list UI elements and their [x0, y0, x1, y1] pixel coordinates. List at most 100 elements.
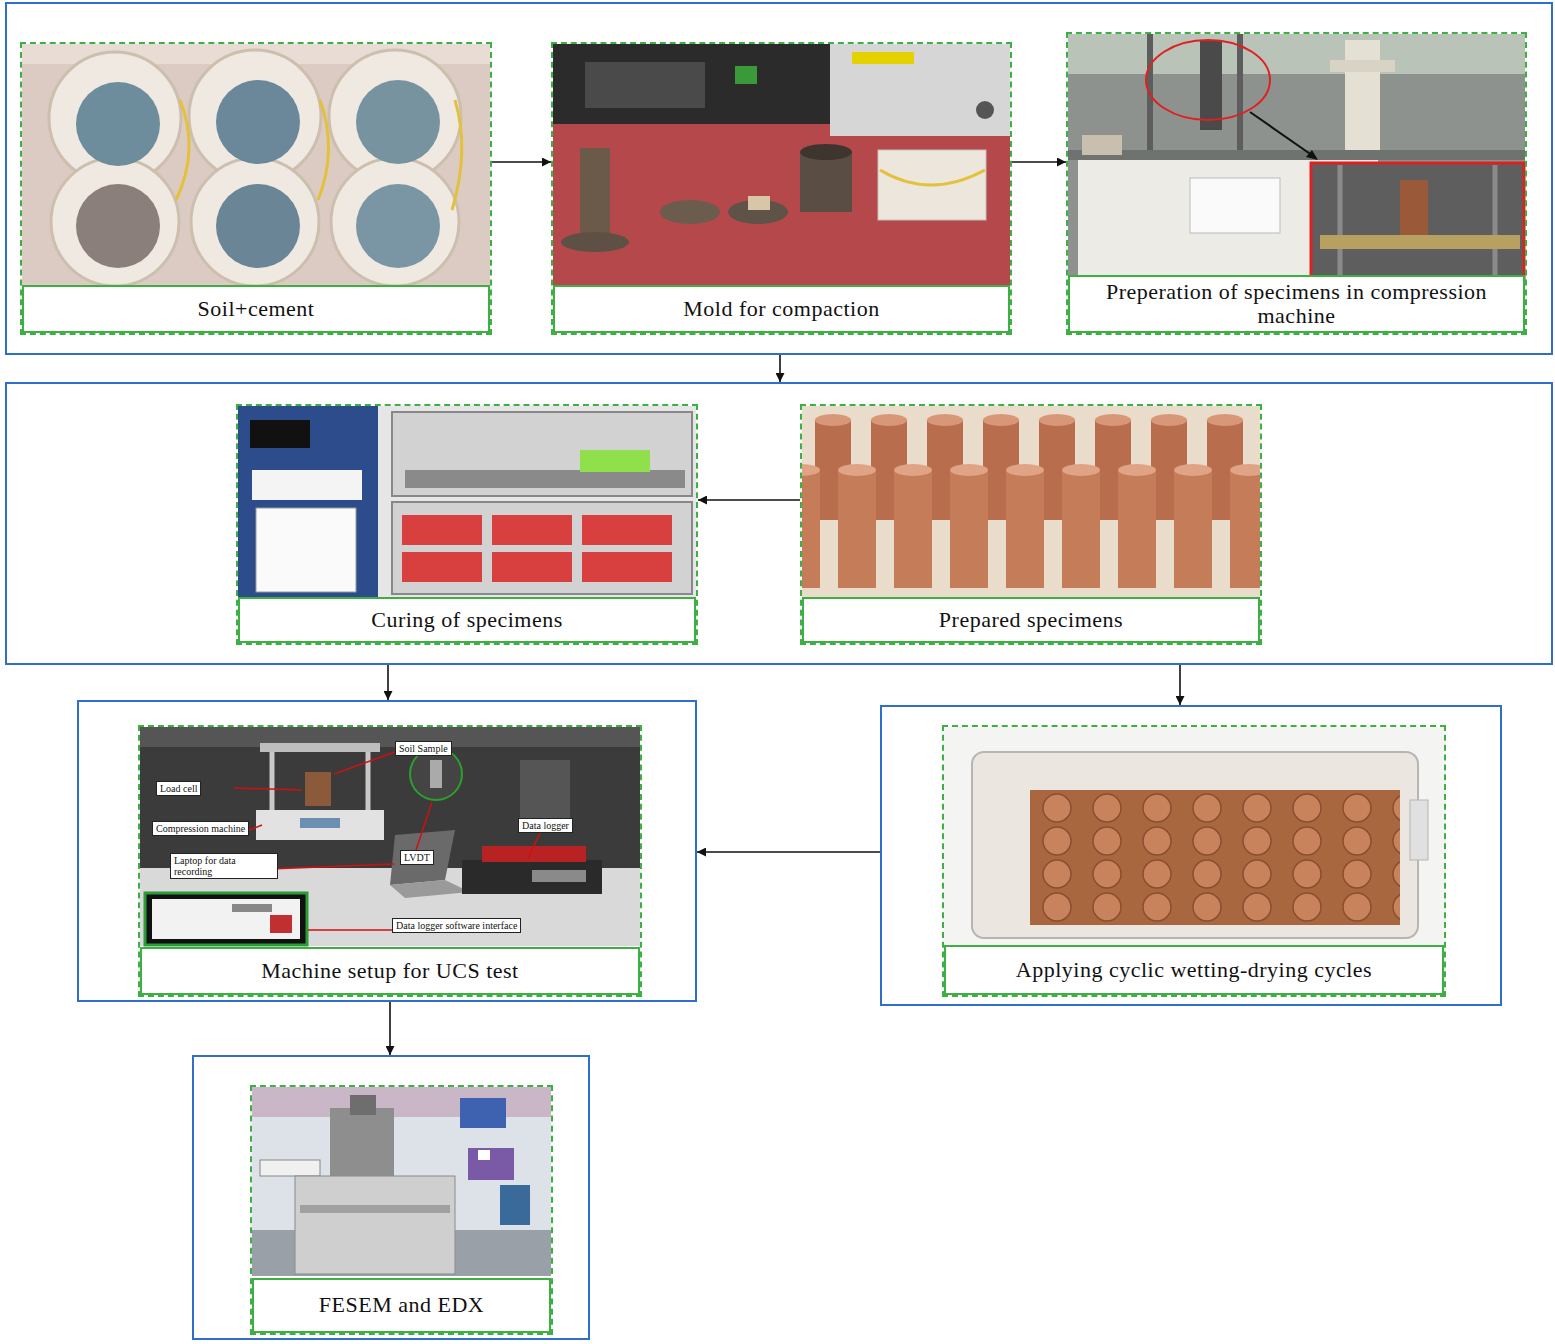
compression-machine-photo-part — [1320, 235, 1520, 249]
compression-machine-photo-part — [1330, 60, 1395, 72]
leader-lines — [234, 752, 540, 930]
curing-cabinet-photo-part — [252, 470, 362, 500]
compression-machine-photo-part — [1311, 163, 1524, 284]
compression-machine-photo — [1068, 34, 1525, 285]
mold-photo-part — [976, 101, 994, 119]
soil-cement-photo-part — [76, 184, 160, 268]
soil-cement-photo — [22, 44, 490, 286]
compression-machine-photo-part — [1345, 40, 1380, 150]
ucs-setup-photo-part — [270, 752, 275, 812]
caption-box: Preperation of specimens in compression … — [1068, 275, 1525, 333]
flow-arrow — [387, 665, 389, 700]
mold-photo-part — [830, 44, 1010, 136]
fesem-photo-part — [468, 1148, 514, 1180]
ucs-setup-photo-part — [232, 904, 272, 912]
ucs-setup-photo-part — [390, 830, 455, 885]
soil-cement-photo-part — [189, 50, 321, 182]
soil-cement-photo-part — [216, 80, 300, 164]
flow-arrow — [492, 161, 551, 163]
compression-machine-photo-part — [1082, 135, 1122, 155]
caption-box: Machine setup for UCS test — [140, 947, 640, 995]
soil-cement-photo-part — [191, 158, 319, 286]
curing-cabinet-photo — [238, 406, 696, 598]
fesem-photo — [252, 1087, 551, 1276]
compression-machine-photo-part — [1146, 40, 1270, 120]
leader-lines-part — [334, 752, 395, 774]
mold-photo-part — [735, 66, 757, 84]
fesem-photo-part — [252, 1087, 551, 1276]
curing-cabinet-photo-part — [402, 515, 482, 545]
photo-panel: FESEM and EDX — [250, 1085, 553, 1335]
curing-cabinet-photo-part — [405, 470, 685, 488]
ucs-setup-photo-part — [140, 868, 640, 946]
flow-arrow — [698, 499, 800, 501]
compression-machine-photo-part — [1400, 180, 1428, 235]
compression-machine-photo-part — [1068, 34, 1525, 285]
compression-machine-photo-part — [1190, 178, 1280, 233]
compression-machine-photo-part — [1237, 34, 1243, 150]
caption-box: FESEM and EDX — [252, 1278, 551, 1333]
flow-arrow — [1179, 665, 1181, 705]
photo-panel: Soil+cement — [20, 42, 492, 335]
ucs-setup-photo — [140, 727, 640, 946]
flow-arrow — [389, 1002, 391, 1055]
ucs-setup-photo-part — [305, 772, 331, 806]
curing-cabinet-photo-part — [256, 508, 356, 592]
group-box: Machine setup for UCS test — [77, 700, 697, 1002]
soil-cement-photo-part — [216, 184, 300, 268]
curing-cabinet-photo-part — [250, 420, 310, 448]
mold-photo-part — [852, 52, 914, 64]
fesem-photo-part — [260, 1160, 320, 1176]
ucs-setup-photo-part — [145, 893, 307, 945]
fesem-photo-part — [460, 1098, 506, 1128]
caption-box: Applying cyclic wetting-drying cycles — [944, 945, 1444, 995]
ucs-setup-photo-part — [300, 818, 340, 828]
photo-callout: Load cell — [156, 781, 201, 796]
ucs-setup-photo-part — [140, 727, 640, 946]
flow-arrow — [1012, 161, 1066, 163]
photo-callout: Data logger software interface — [392, 918, 521, 933]
curing-cabinet-photo-part — [238, 406, 378, 598]
group-box: FESEM and EDX — [192, 1055, 590, 1340]
ucs-setup-photo-part — [270, 915, 292, 933]
soil-cement-photo-part — [318, 100, 329, 200]
leader-lines-part — [270, 864, 394, 869]
ucs-setup-photo-part — [140, 727, 640, 747]
ucs-setup-photo-part — [256, 810, 384, 840]
soil-cement-photo-part — [49, 52, 181, 184]
mold-photo — [553, 44, 1010, 285]
soil-cement-photo-part — [329, 50, 461, 182]
compression-machine-photo-part — [1306, 150, 1318, 160]
compression-machine-photo-part — [1338, 165, 1343, 282]
wetting-drying-photo-part — [972, 752, 1418, 938]
curing-cabinet-photo-part — [582, 515, 672, 545]
flow-arrow — [697, 851, 880, 853]
soil-cement-photo-part — [51, 158, 179, 286]
ucs-setup-photo-part — [152, 899, 300, 939]
photo-panel: Preperation of specimens in compression … — [1066, 32, 1527, 335]
photo-callout: LVDT — [400, 850, 434, 865]
ucs-setup-photo-part — [482, 846, 586, 862]
curing-cabinet-photo-part — [580, 450, 650, 472]
wetting-drying-photo-part — [1030, 790, 1400, 925]
photo-panel: Mold for compaction — [551, 42, 1012, 335]
photo-callout: Compression machine — [152, 821, 249, 836]
curing-cabinet-photo-part — [392, 502, 692, 594]
leader-lines-part — [416, 802, 432, 850]
fesem-photo-part — [350, 1095, 376, 1115]
curing-cabinet-photo-part — [492, 552, 572, 582]
photo-callout: Data logger — [518, 818, 573, 833]
soil-cement-photo-part — [176, 100, 189, 200]
photo-panel: Applying cyclic wetting-drying cycles — [942, 725, 1446, 997]
soil-cement-photo-part — [331, 158, 459, 286]
leader-lines-part — [528, 833, 540, 858]
leader-lines-part — [234, 788, 302, 790]
curing-cabinet-photo-part — [238, 406, 696, 598]
curing-cabinet-photo-part — [402, 552, 482, 582]
mold-photo-part — [880, 170, 985, 185]
mold-photo-part — [553, 44, 1010, 285]
mold-photo-part — [878, 150, 986, 220]
prepared-specimens-photo — [802, 406, 1260, 598]
wetting-drying-photo-part — [1030, 790, 1400, 925]
